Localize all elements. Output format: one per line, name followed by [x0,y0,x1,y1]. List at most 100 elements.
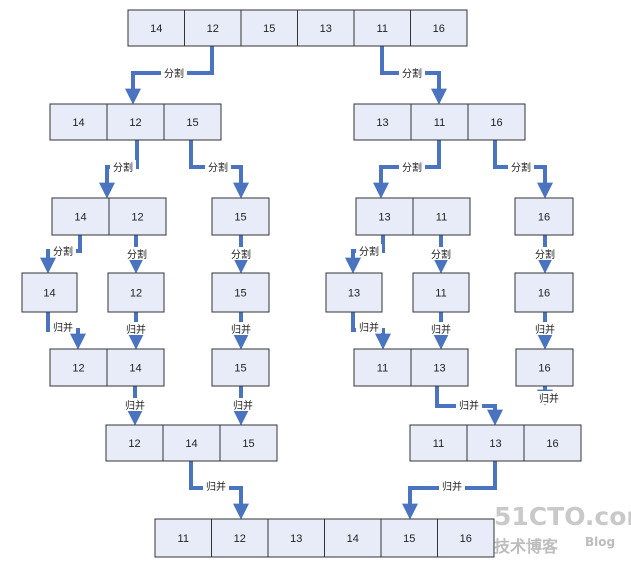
array-cell-value: 12 [72,363,84,375]
label-background [399,160,425,173]
array-cell [162,424,221,462]
merge-label: 归并 [431,323,451,336]
array-cell-value: 11 [377,23,388,35]
merge-label: 归并 [442,480,462,493]
array-single-d: 13 [325,272,383,313]
array-cell-value: 15 [234,288,246,300]
label-background [228,247,254,260]
array-cell [211,272,270,313]
array-split2-b: 15 [211,197,270,236]
label-background [439,479,465,492]
array-cell [127,9,185,47]
array-cell-value: 13 [348,288,360,300]
array-cell [154,518,212,558]
array-cell [108,197,167,236]
split-label: 分割 [431,248,451,261]
array-cell-value: 16 [538,212,550,224]
array-cell [523,424,582,462]
label-background [205,160,231,173]
array-cell-value: 16 [433,23,445,35]
array-cell-value: 12 [234,533,246,545]
merge-label: 归并 [459,399,479,412]
array-cell [324,518,382,558]
split-label: 分割 [53,245,73,258]
label-background [536,391,562,404]
array-cell-value: 13 [489,438,501,450]
array-cell [107,272,165,313]
array-cell [353,348,412,387]
watermark-blog: Blog [585,535,615,549]
array-cell [437,518,495,558]
label-background [508,160,534,173]
array-single-a: 14 [21,272,78,313]
array-cell [410,103,469,141]
label-background [122,398,148,411]
array-cell-value: 15 [263,23,275,35]
array-cell-value: 12 [128,438,140,450]
array-cell-value: 16 [538,288,550,300]
merge-label: 归并 [126,323,146,336]
array-cell [106,348,165,387]
array-cell-value: 16 [460,533,472,545]
array-cell-value: 14 [72,117,84,129]
array-cell [514,272,574,313]
array-cell-value: 15 [234,212,246,224]
watermark-subtitle: 技术博客 [494,537,559,556]
array-cell [267,518,325,558]
array-cell [412,272,470,313]
merge-label: 归并 [125,399,145,412]
array-merge1-d: 16 [515,348,574,387]
merge-label: 归并 [231,323,251,336]
array-cell [184,9,242,47]
array-cell-value: 13 [320,23,332,35]
array-cell-value: 15 [403,533,415,545]
split-label: 分割 [359,245,379,258]
merge-label: 归并 [53,321,73,334]
array-cell-value: 14 [347,533,359,545]
label-background [428,247,454,260]
split-label: 分割 [127,248,147,261]
array-cell [467,103,526,141]
watermark-logo: 51CTO.com 技术博客 Blog [494,502,631,556]
array-split2-d: 16 [514,197,574,236]
label-background [161,66,187,79]
merge-label: 归并 [539,392,559,405]
merge-label: 归并 [359,321,379,334]
array-cell-value: 14 [150,23,162,35]
array-cell [410,348,469,387]
array-cell [211,348,270,387]
array-cell-value: 13 [376,117,388,129]
array-cell-value: 11 [377,363,388,375]
label-background [123,322,149,335]
label-background [532,322,558,335]
array-cell [106,103,165,141]
array-cell [412,197,471,236]
label-background [124,247,150,260]
array-single-f: 16 [514,272,574,313]
array-cell [51,197,110,236]
array-cell [466,424,525,462]
label-background [230,398,256,411]
array-cell-value: 12 [129,117,141,129]
label-background [50,244,76,257]
array-cell-value: 13 [378,212,390,224]
label-background [428,322,454,335]
array-cell-value: 14 [185,438,197,450]
label-background [50,320,76,333]
split-label: 分割 [402,67,422,80]
label-background [356,244,382,257]
array-cell [514,197,574,236]
array-merge1-b: 15 [211,348,270,387]
array-cell-value: 16 [490,117,502,129]
array-cell [325,272,383,313]
split-label: 分割 [231,248,251,261]
array-cell [355,197,414,236]
array-cell [240,9,298,47]
array-cell [409,424,468,462]
